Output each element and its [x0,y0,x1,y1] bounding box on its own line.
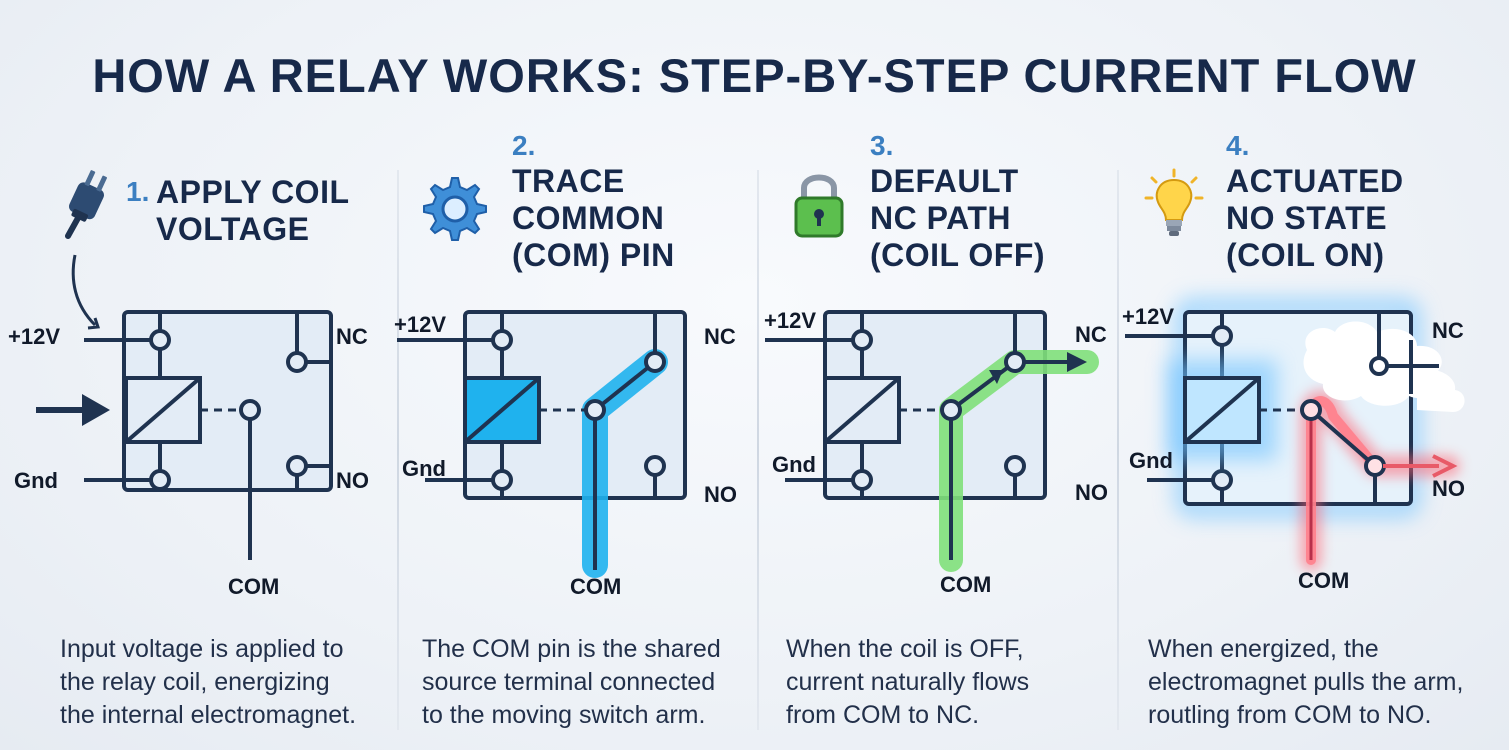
v12-label: +12V [764,308,816,333]
com-label: COM [1298,568,1350,593]
gnd-label: Gnd [772,452,816,477]
nc-label: NC [704,324,736,349]
padlock-icon [794,174,844,238]
nc-arrow [1067,352,1087,372]
no-label: NO [336,468,369,493]
com-label: COM [570,574,622,599]
nc-contact [644,351,666,373]
power-plug-icon [65,170,108,239]
light-bulb-icon [1144,168,1204,236]
step-title: ACTUATED NO STATE (COIL ON) [1226,163,1404,273]
com-contact [1300,399,1322,421]
step-title: TRACE COMMON (COM) PIN [512,163,675,273]
relay-circuit-diagram [1125,297,1465,571]
switch-arm [949,360,1017,412]
step-description: Input voltage is applied to the relay co… [60,635,357,729]
step-description: The COM pin is the shared source termina… [422,635,721,729]
switch-arm [1309,408,1377,468]
nc-contact [1369,356,1389,376]
relay-circuit-diagram [765,310,1099,572]
step-number: 1. [126,176,150,207]
curved-arrow [71,254,97,327]
com-label: COM [940,572,992,597]
step-title: APPLY COIL VOLTAGE [156,174,350,247]
no-label: NO [1432,476,1465,501]
no-contact [1364,455,1386,477]
relay-circuit-diagram [397,310,687,578]
step-title: DEFAULT NC PATH (COIL OFF) [870,163,1046,273]
step-description: When energized, the electromagnet pulls … [1148,635,1464,729]
v12-label: +12V [8,324,60,349]
no-label: NO [1075,480,1108,505]
nc-contact [1004,351,1026,373]
v12-label: +12V [1122,304,1174,329]
v12-label: +12V [394,312,446,337]
step-number: 2. [512,130,536,161]
com-label: COM [228,574,280,599]
gnd-label: Gnd [14,468,58,493]
panel-divider [397,170,399,730]
step-number: 3. [870,130,894,161]
com-contact [940,399,962,421]
page-title: HOW A RELAY WORKS: STEP-BY-STEP CURRENT … [92,49,1417,102]
nc-contact [286,351,308,373]
no-arrow [1432,454,1458,478]
no-contact [644,455,666,477]
com-contact [239,399,261,421]
gear-icon [423,177,487,241]
panel-divider [1117,170,1119,730]
curved-arrow-head [87,317,101,330]
flow-arrow [989,370,1003,384]
step-number: 4. [1226,130,1250,161]
no-contact [1004,455,1026,477]
switch-arm [593,360,657,412]
gnd-label: Gnd [1129,448,1173,473]
no-contact [286,455,308,477]
com-contact [584,399,606,421]
relay-circuit-diagram [36,254,333,560]
gnd-label: Gnd [402,456,446,481]
nc-label: NC [1432,318,1464,343]
nc-label: NC [336,324,368,349]
step-description: When the coil is OFF, current naturally … [786,635,1030,729]
nc-label: NC [1075,322,1107,347]
no-label: NO [704,482,737,507]
panel-divider [757,170,759,730]
